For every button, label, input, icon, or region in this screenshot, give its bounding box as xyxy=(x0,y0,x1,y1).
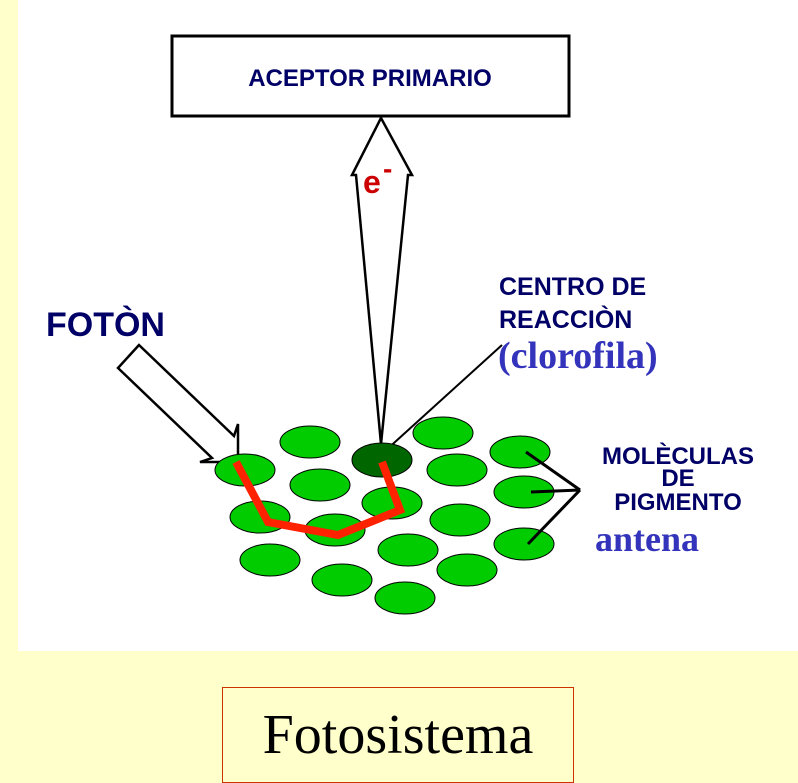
caption-box: Fotosistema xyxy=(222,687,574,783)
pigment-molecule xyxy=(436,553,498,587)
pointer-line xyxy=(526,488,582,546)
electron-symbol: e xyxy=(363,164,381,200)
pigment-molecule xyxy=(289,468,351,502)
pointer-line xyxy=(530,488,581,494)
antenna-label: antena xyxy=(595,519,699,559)
pigment-label-line1: MOLÈCULAS xyxy=(602,442,754,470)
pigment-pointer-lines xyxy=(525,450,582,546)
photon-arrow xyxy=(116,343,240,464)
caption-title: Fotosistema xyxy=(262,704,534,766)
reaction-center-chlorophyll xyxy=(351,442,413,478)
pigment-molecule xyxy=(412,416,474,450)
pigment-molecule xyxy=(493,527,555,561)
chlorophyll-label: (clorofila) xyxy=(498,335,658,377)
photosystem-diagram: ACEPTOR PRIMARIO e - FOTÒN CENTRO DE REA… xyxy=(46,34,754,615)
pigment-label-line2: DE xyxy=(661,465,694,492)
primary-acceptor-box xyxy=(170,34,571,118)
reaction-center-label-line1: CENTRO DE xyxy=(499,273,646,301)
electron-transfer-arrow xyxy=(349,115,415,445)
pigment-molecule xyxy=(429,503,491,537)
pigment-molecules xyxy=(214,416,555,615)
reaction-center-label-line2: REACCIÒN xyxy=(499,304,632,334)
electron-charge: - xyxy=(383,153,392,184)
energy-transfer-path xyxy=(232,460,406,540)
pigment-molecule xyxy=(377,533,439,567)
pointer-line xyxy=(525,450,581,492)
photon-label: FOTÒN xyxy=(46,306,165,344)
reaction-center-pointer xyxy=(383,344,503,453)
pigment-molecule xyxy=(279,425,341,459)
pigment-molecule xyxy=(374,581,436,615)
primary-acceptor-label: ACEPTOR PRIMARIO xyxy=(248,65,492,92)
pigment-molecule xyxy=(311,563,373,597)
pigment-label-line3: PIGMENTO xyxy=(614,489,742,516)
pigment-molecule xyxy=(426,453,488,487)
pigment-molecule xyxy=(239,543,301,577)
